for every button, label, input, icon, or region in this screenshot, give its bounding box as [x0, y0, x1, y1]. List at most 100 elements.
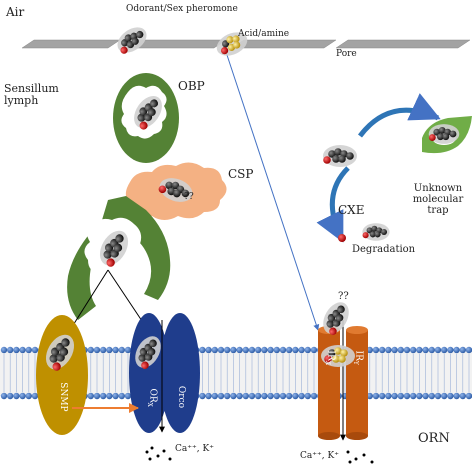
lipid-head-outer: [372, 346, 380, 354]
label-orn: ORN: [418, 431, 450, 446]
lipid-head-outer: [248, 346, 256, 354]
cuticle-plate-1: [21, 39, 121, 49]
molecule-atom: [59, 347, 69, 356]
lipid-head-inner: [379, 392, 386, 400]
molecule-atom: [136, 30, 144, 39]
lipid-head-outer: [422, 346, 429, 354]
molecule-atom: [449, 130, 457, 138]
lipid-head-inner: [397, 392, 404, 400]
obp-delivery-body: [67, 196, 171, 320]
ion-dot: [370, 460, 374, 464]
molecule-air-acid: [216, 32, 248, 56]
molecule-atom: [346, 152, 354, 160]
label-ir-mark: ??: [338, 291, 349, 302]
ion-dot: [354, 457, 358, 461]
lipid-head-inner: [100, 392, 107, 400]
lipid-head-outer: [391, 346, 398, 354]
lipid-head-outer: [7, 346, 14, 354]
label-ions-left: Ca⁺⁺, K⁺: [175, 444, 214, 454]
lipid-head-outer: [416, 346, 423, 354]
lipid-head-outer: [211, 346, 218, 354]
lipid-head-outer: [106, 346, 113, 354]
lipid-head-outer: [100, 346, 107, 354]
molecule-atom: [131, 37, 139, 45]
lipid-head-inner: [106, 392, 113, 400]
lipid-head-inner: [217, 392, 225, 400]
molecule-atom: [337, 305, 345, 314]
lipid-head-inner: [31, 392, 39, 400]
lipid-head-outer: [286, 346, 293, 354]
label-orx-sub: X: [145, 402, 153, 407]
lipid-head-outer: [13, 346, 20, 354]
lipid-head-inner: [286, 392, 293, 400]
lipid-head-outer: [31, 346, 39, 354]
molecule-atom: [332, 155, 340, 163]
molecule-atom: [137, 113, 146, 122]
molecule-atom: [220, 46, 229, 55]
molecules: [45, 27, 460, 371]
lipid-head-outer: [279, 346, 287, 354]
lipid-head-inner: [366, 392, 373, 400]
ion-dot: [168, 457, 172, 461]
label-orx: ORX: [145, 383, 158, 413]
molecule-atom: [124, 34, 132, 42]
lipid-head-outer: [366, 346, 373, 354]
lipid-head-outer: [292, 346, 299, 354]
lipid-head-outer: [434, 346, 442, 354]
snmp-protein: [36, 315, 88, 435]
lipid-head-outer: [205, 346, 212, 354]
label-csp: CSP: [228, 167, 254, 181]
label-degradation: Degradation: [352, 244, 416, 255]
molecule-orx: [135, 336, 161, 370]
label-air: Air: [6, 5, 25, 19]
lipid-head-inner: [267, 392, 274, 400]
label-orco: Orco: [175, 385, 186, 409]
iry-cylinder-bottom: [346, 432, 368, 440]
lipid-head-inner: [279, 392, 287, 400]
lipid-head-outer: [0, 346, 8, 354]
lipid-head-inner: [13, 392, 20, 400]
molecule-atom: [158, 185, 167, 194]
lipid-head-inner: [434, 392, 442, 400]
lipid-head-inner: [255, 392, 262, 400]
molecule-atom: [371, 225, 378, 232]
molecule-atom: [120, 46, 128, 54]
lipid-head-outer: [124, 346, 132, 354]
lipid-head-inner: [118, 392, 126, 400]
label-iry-main: IR: [353, 350, 364, 361]
molecule-atom: [103, 250, 112, 259]
lipid-head-inner: [199, 392, 206, 400]
molecule-atom: [324, 355, 332, 363]
arrow-acid-to-ir: [225, 51, 320, 331]
molecule-atom: [49, 354, 58, 363]
lipid-head-inner: [391, 392, 398, 400]
lipid-head-inner: [453, 392, 460, 400]
label-irx-main: IR: [325, 350, 336, 361]
molecule-atom: [334, 148, 342, 156]
lipid-head-inner: [224, 392, 231, 400]
label-iry: IRY: [351, 345, 364, 371]
lipid-head-outer: [267, 346, 274, 354]
molecule-atom: [340, 349, 348, 357]
lipid-head-outer: [230, 346, 237, 354]
molecule-atom: [436, 133, 444, 141]
label-pore: Pore: [336, 49, 357, 59]
lipid-head-inner: [447, 392, 454, 400]
lipid-head-inner: [19, 392, 26, 400]
molecule-atom: [181, 189, 190, 198]
lipid-head-outer: [453, 346, 460, 354]
lipid-head-inner: [261, 392, 268, 400]
molecule-atom: [334, 347, 342, 355]
lipid-head-outer: [261, 346, 268, 354]
irx-cylinder-bottom: [318, 432, 340, 440]
molecule-atom: [150, 99, 159, 108]
molecule-delivery: [99, 230, 129, 267]
lipid-head-inner: [273, 392, 280, 400]
molecule-atom: [329, 327, 337, 336]
lipid-head-outer: [310, 346, 318, 354]
molecule-irx-acid: [321, 345, 355, 367]
lipid-head-outer: [25, 346, 32, 354]
lipid-head-outer: [255, 346, 262, 354]
molecule-air-odorant: [117, 27, 147, 54]
lipid-head-outer: [385, 346, 392, 354]
